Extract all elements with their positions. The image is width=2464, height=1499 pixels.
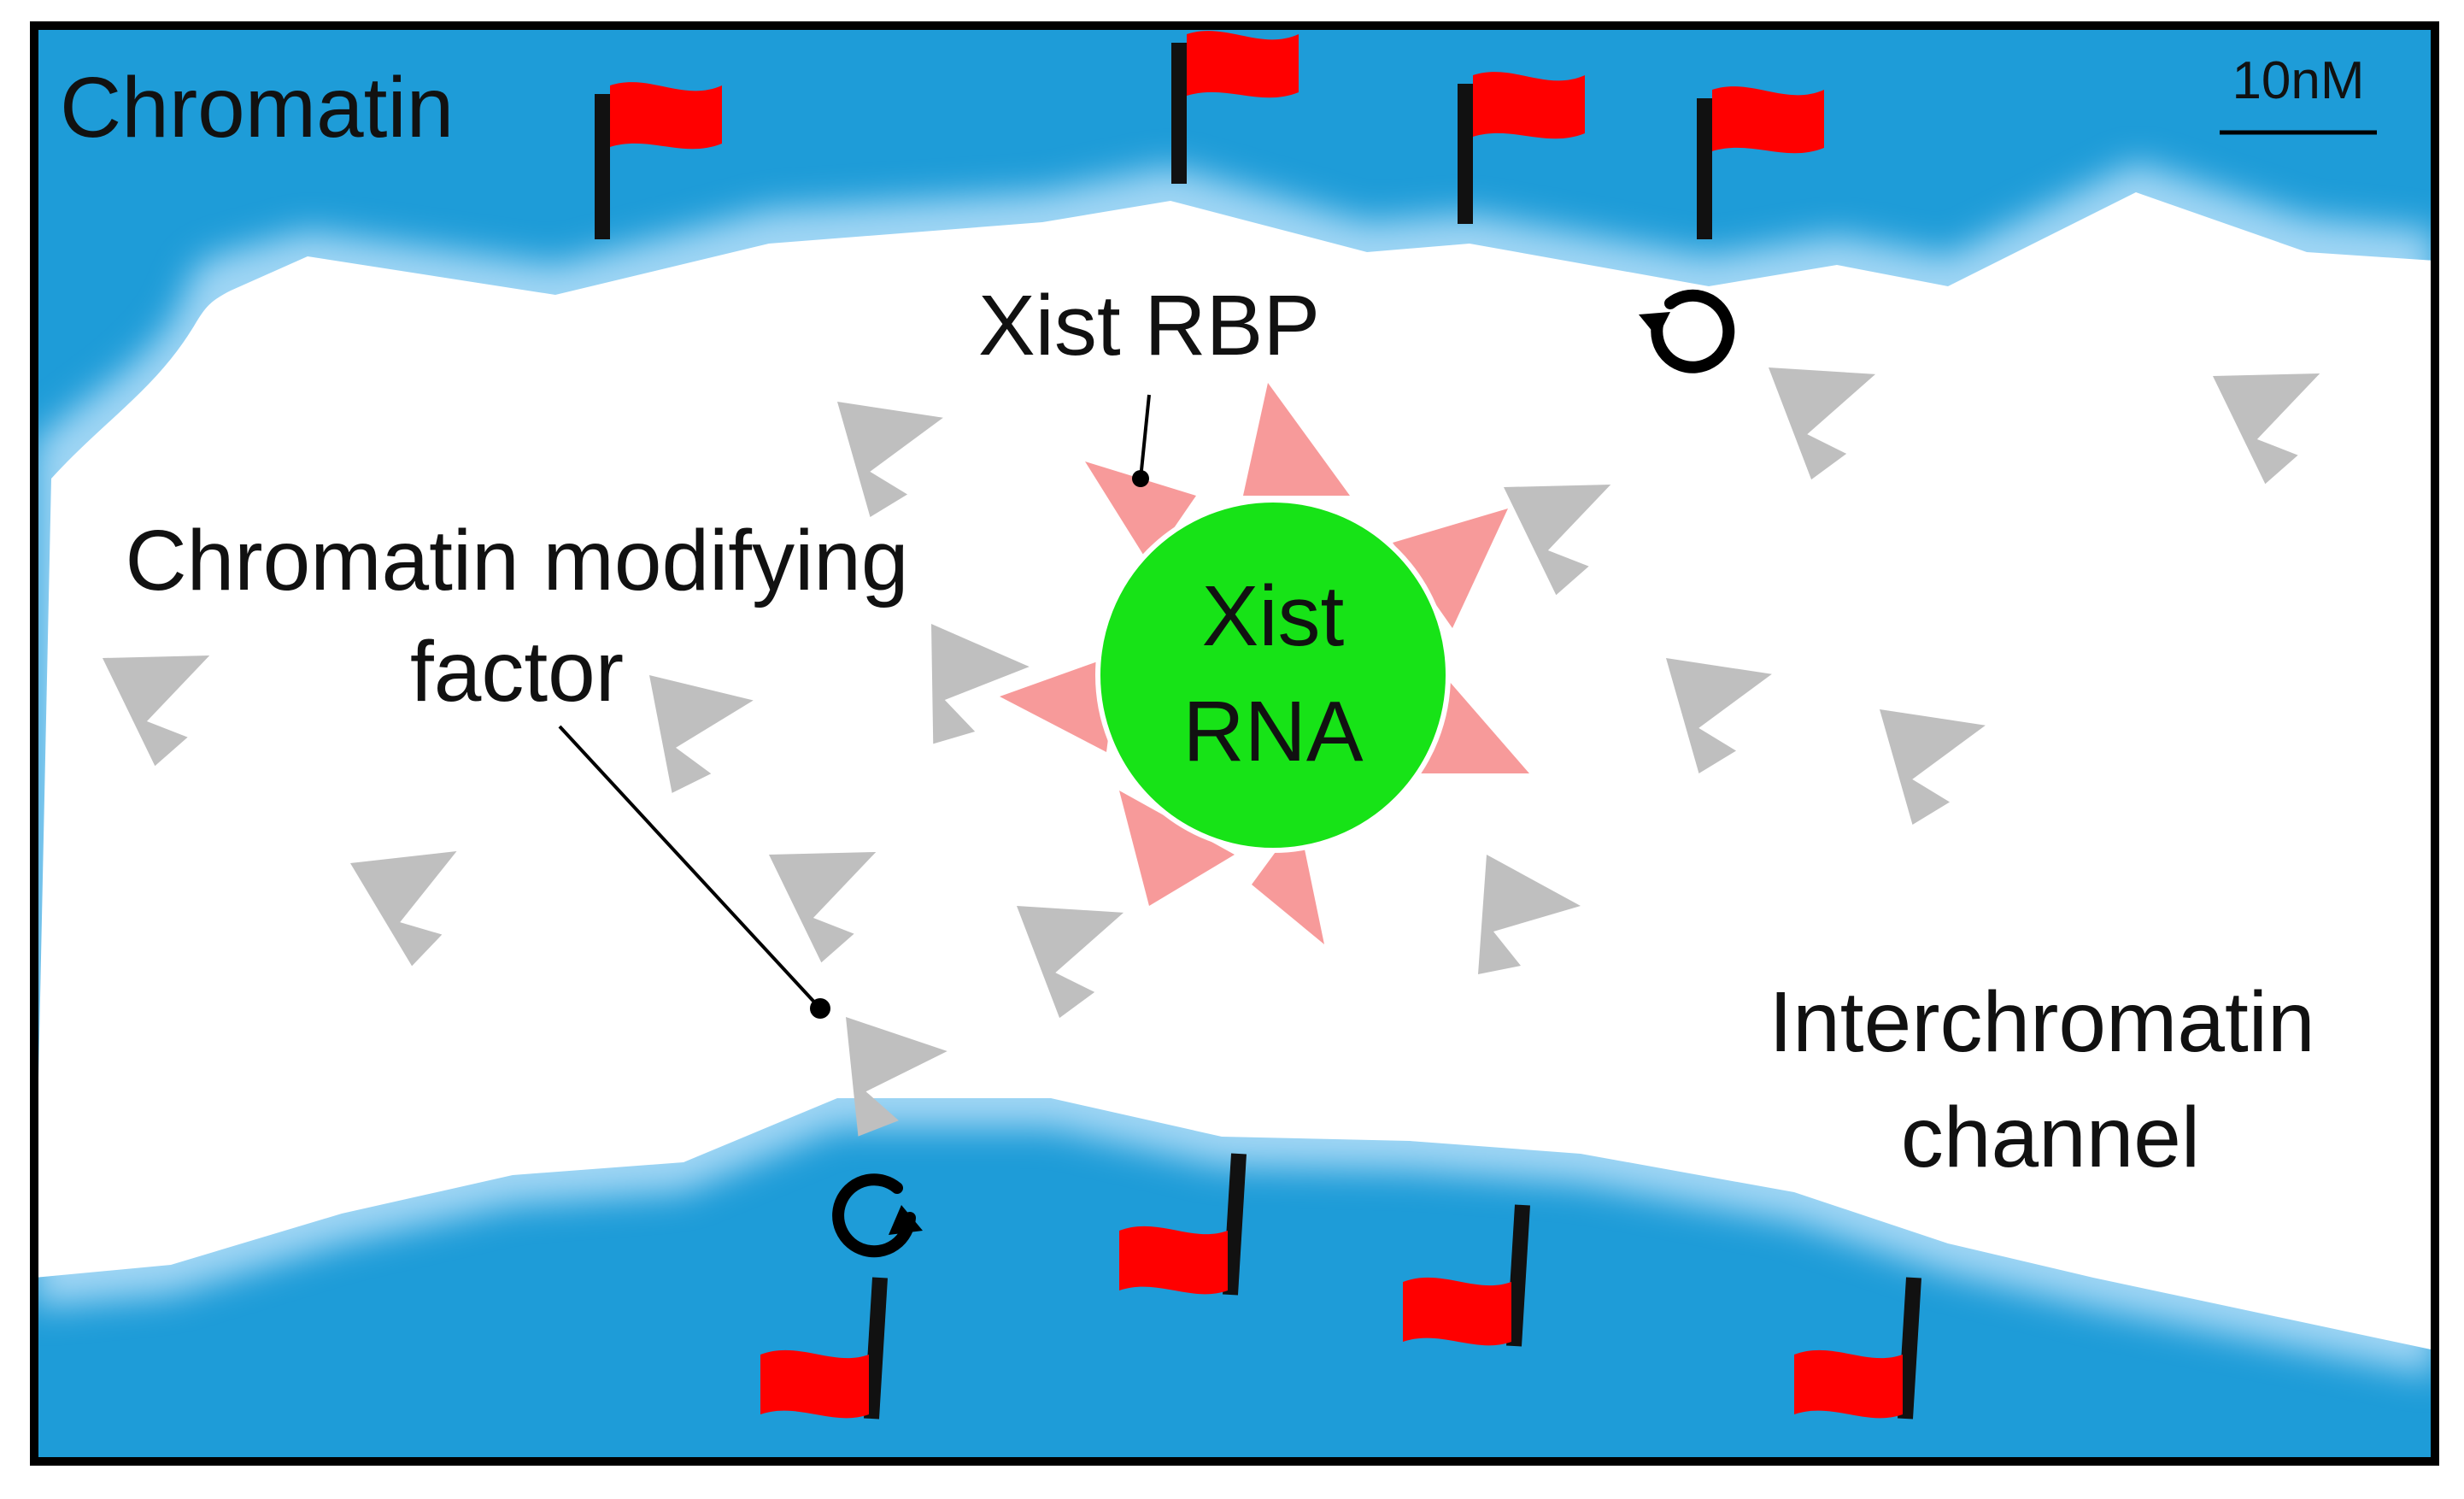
flag-icon [1171, 31, 1299, 184]
bottom-flags [760, 1153, 1921, 1420]
modifying-factor [103, 655, 210, 767]
modifying-factor [846, 1017, 947, 1137]
circular-arrow-icon [832, 1173, 923, 1258]
top-flags [595, 31, 1824, 239]
xist-rna-label-line1: Xist [1202, 568, 1345, 664]
xist-rbp-triangle [1252, 820, 1324, 944]
chromatin-modifying-factor-label-line2: factor [410, 624, 624, 720]
modifying-factor [1666, 658, 1772, 773]
rbp-pointer-dot [1132, 470, 1149, 487]
flag-icon [1458, 72, 1585, 224]
modifying-factor [769, 851, 877, 963]
xist-rbp-triangle [1393, 508, 1508, 628]
chromatin-label: Chromatin [60, 60, 454, 156]
interchromatin-channel-label-line2: channel [1901, 1090, 2200, 1185]
modifying-factor [1769, 367, 1876, 480]
modifying-factor [837, 402, 943, 517]
label-pointers [558, 394, 1151, 1019]
scale-bar: 10nM [2220, 51, 2377, 135]
xist-rbp-triangle [1119, 791, 1235, 906]
xist-rna [1095, 497, 1451, 853]
rbp-pointer-line [1139, 394, 1151, 479]
flag-icon [1119, 1153, 1247, 1296]
circular-arrow-icon [1639, 289, 1735, 373]
chromatin-modifying-factor-label-line1: Chromatin modifying [125, 513, 908, 608]
modifying-factor [2213, 373, 2320, 485]
xist-rbps [1000, 383, 1529, 944]
interchromatin-channel-label-line1: Interchromatin [1769, 974, 2314, 1070]
modifying-factor-pointer-dot [810, 998, 830, 1019]
xist-rbp-triangle [1000, 654, 1119, 752]
modifying-factor [649, 675, 754, 793]
flag-icon [1697, 86, 1824, 239]
flag-icon [1403, 1204, 1530, 1347]
modifying-factor [1504, 484, 1611, 596]
modifying-factor [1880, 709, 1986, 825]
flag-icon [595, 82, 722, 239]
chromatin-modifying-factors [103, 367, 2320, 1137]
modifying-factor [1017, 906, 1124, 1019]
modifying-factor [350, 851, 457, 967]
flag-icon [1794, 1277, 1921, 1420]
scale-bar-label: 10nM [2232, 51, 2364, 110]
modifying-factor [1478, 855, 1581, 974]
modifying-factor-pointer-line [558, 725, 822, 1010]
xist-rbp-triangle [1243, 383, 1350, 496]
diagram-border [30, 21, 2439, 1466]
xist-rbp-triangle [1085, 461, 1196, 564]
xist-rna-label-line2: RNA [1182, 684, 1363, 779]
labels: Chromatin Xist RBP Chromatin modifying f… [60, 60, 2315, 1185]
modifying-factor [931, 624, 1030, 744]
xist-rbp-label: Xist RBP [978, 278, 1320, 373]
flag-icon [760, 1277, 888, 1420]
